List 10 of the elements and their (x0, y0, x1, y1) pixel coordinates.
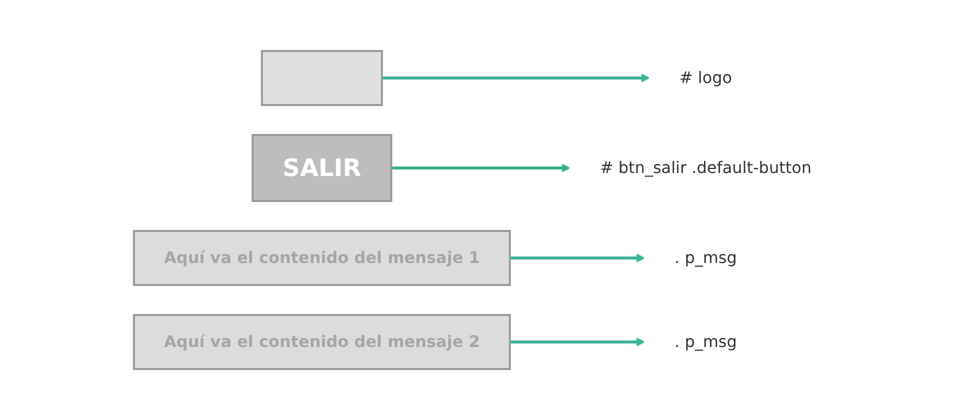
node-text: . p_msg (674, 332, 738, 350)
node-picture (261, 50, 384, 106)
node-box: SALIR (252, 134, 392, 202)
arrow (382, 73, 650, 82)
node-text: . p_msg (674, 248, 738, 266)
arrow (510, 253, 646, 262)
arrow (391, 163, 570, 172)
node-text: # logo (680, 68, 732, 86)
arrow (510, 337, 646, 346)
node-text: # btn_salir .default-button (600, 158, 812, 176)
